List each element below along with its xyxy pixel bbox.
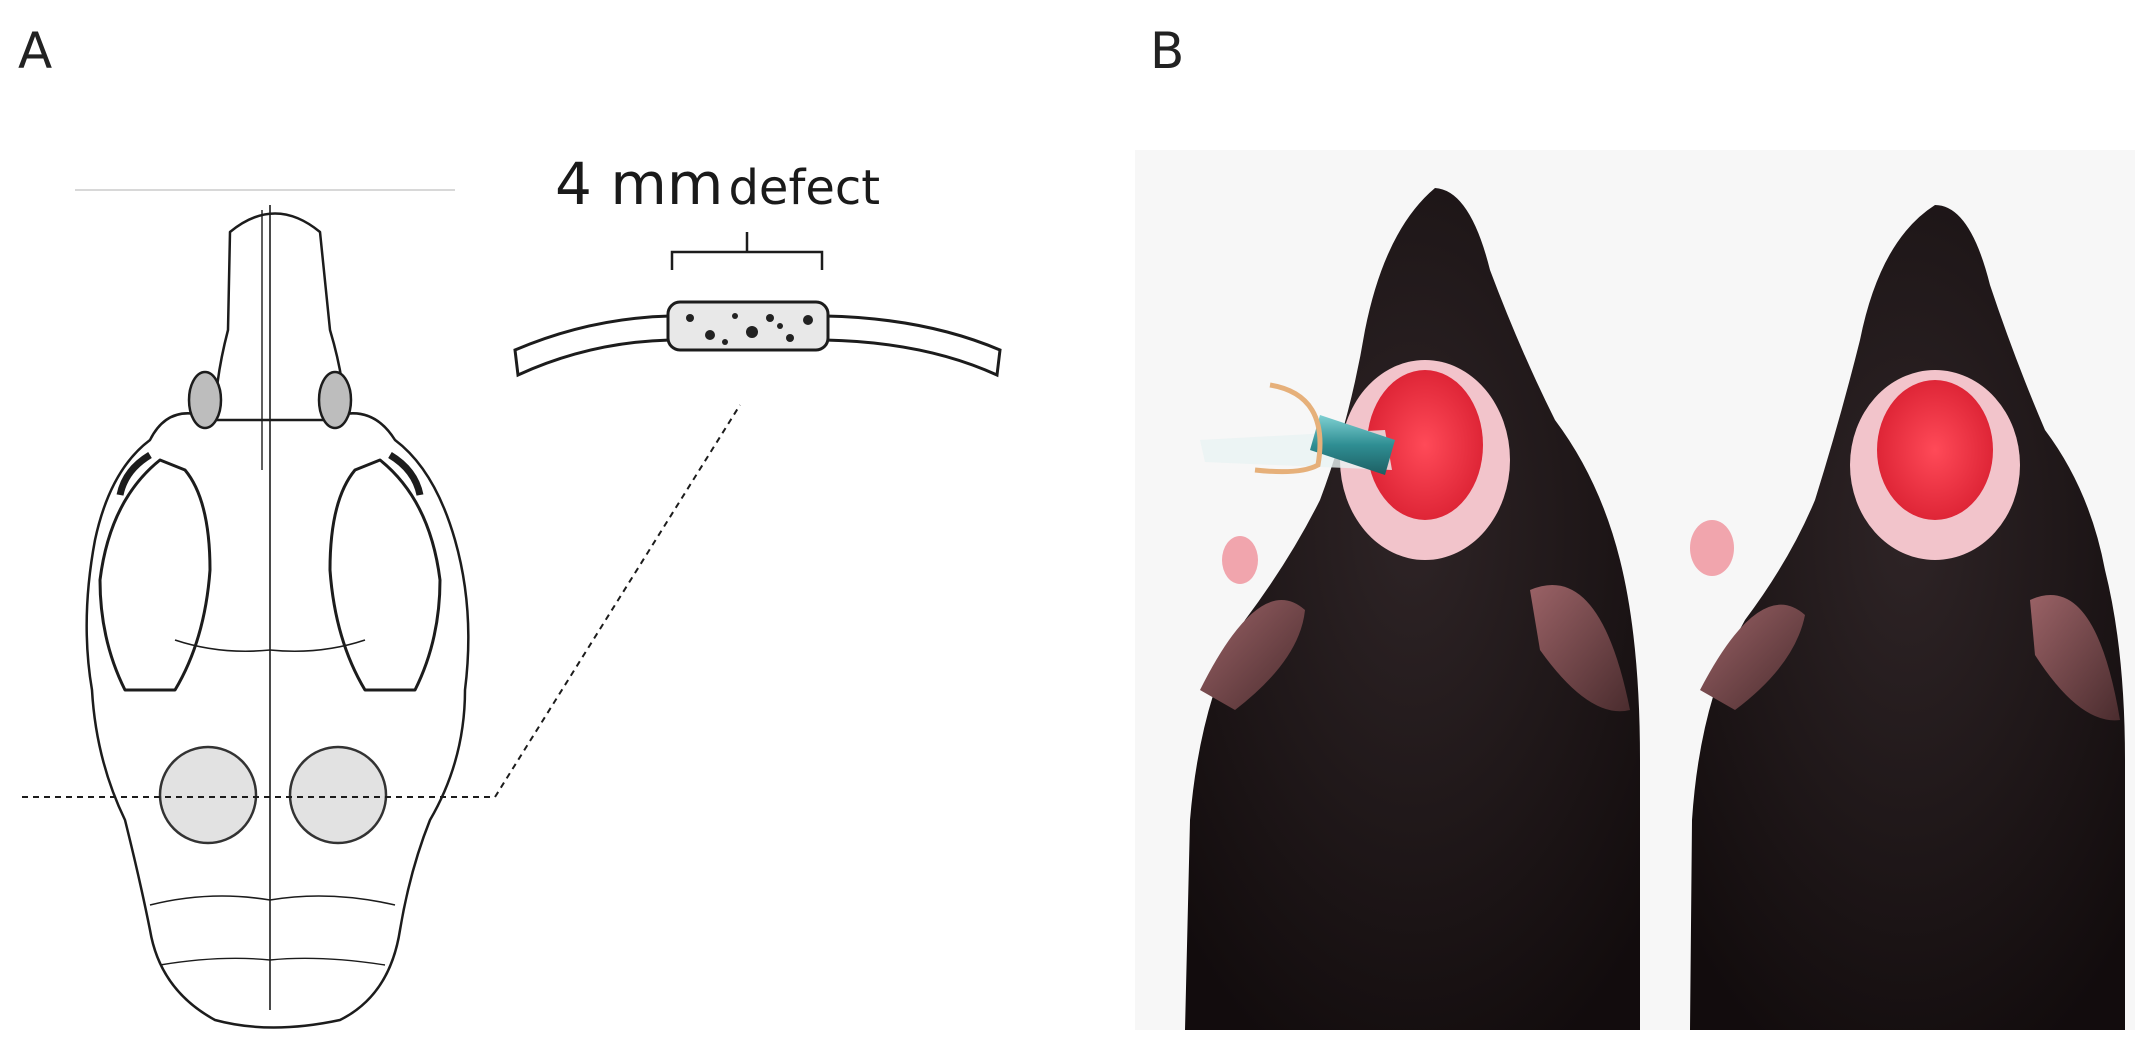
defect-size-label: 4 mm (555, 150, 724, 218)
pipette (1200, 382, 1395, 475)
defect-word-label: defect (728, 160, 881, 216)
cross-section (513, 232, 1002, 378)
defect-circle-right (288, 745, 388, 845)
ear-left-2 (1700, 604, 1805, 710)
bone-right (823, 314, 1002, 378)
paw-2 (1690, 520, 1734, 576)
wound-1 (1367, 370, 1483, 520)
ear-right-1 (1530, 585, 1630, 712)
paw-1 (1222, 536, 1258, 584)
ear-left-1 (1200, 600, 1305, 710)
defect-annotation: 4 mm defect (555, 150, 880, 218)
ear-right-2 (2030, 595, 2120, 721)
left-orbit (98, 458, 212, 692)
mouse-treated (1185, 188, 1640, 1030)
defect-bracket (670, 232, 824, 270)
wound-2 (1877, 380, 1993, 520)
panel-label-b: B (1150, 22, 1185, 80)
left-knob (187, 370, 223, 430)
mouse-body-2 (1690, 205, 2125, 1030)
mouse-control (1690, 205, 2125, 1030)
defect-circle-left (158, 745, 258, 845)
panel-label-a: A (18, 22, 53, 80)
mouse-body-1 (1185, 188, 1640, 1030)
bone-left (513, 314, 672, 378)
mice-photo (1135, 150, 2135, 1030)
right-orbit (328, 458, 442, 692)
cross-section-dashed-line (22, 404, 741, 798)
defect-scaffold (666, 300, 830, 352)
right-knob (317, 370, 353, 430)
skull-drawing (22, 189, 741, 1029)
skull-outline (85, 412, 470, 1029)
